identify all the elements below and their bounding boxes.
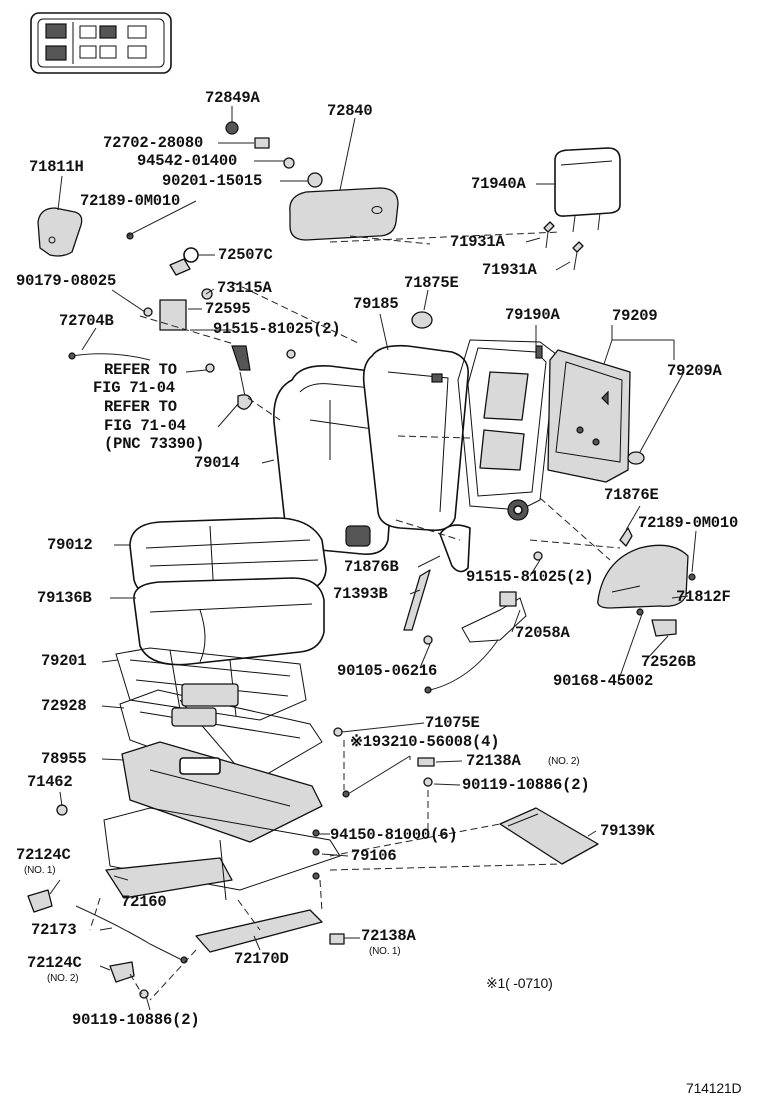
part-label-90119-10886-lower: 90119-10886(2) (72, 1011, 200, 1029)
headrest-drawing (543, 147, 621, 271)
part-note-72124c-no2: (NO. 2) (47, 973, 79, 984)
part-label-79014: 79014 (194, 454, 240, 472)
part-label-71931a-2: 71931A (482, 261, 537, 279)
part-label-72189-0m010-upper: 72189-0M010 (80, 192, 181, 210)
part-label-79209: 79209 (612, 307, 658, 325)
part-label-72507c: 72507C (218, 246, 273, 264)
part-label-91515-81025-upper: 91515-81025(2) (213, 320, 341, 338)
diagram-id: 714121D (686, 1080, 742, 1096)
part-label-72173: 72173 (31, 921, 77, 939)
part-label-79012: 79012 (47, 536, 93, 554)
part-label-79209a: 79209A (667, 362, 722, 380)
back-pad-drawing (362, 311, 469, 532)
part-label-79201: 79201 (41, 652, 87, 670)
part-label-71875e: 71875E (404, 274, 459, 292)
side-cover-right-drawing (597, 527, 696, 637)
part-label-72189-0m010-lower: 72189-0M010 (638, 514, 739, 532)
part-label-71462: 71462 (27, 773, 73, 791)
part-note-72138a-no2: (NO. 2) (548, 756, 580, 767)
part-note-72138a-no1: (NO. 1) (369, 946, 401, 957)
part-label-72124c-no1: 72124C (16, 846, 71, 864)
part-label-94542-01400: 94542-01400 (137, 152, 238, 170)
lever-parts-drawing (403, 524, 543, 694)
pocket-drawing (499, 807, 599, 865)
part-label-94150-81000: 94150-81000(6) (330, 826, 458, 844)
part-label-79190a: 79190A (505, 306, 560, 324)
part-label-90201-15015: 90201-15015 (162, 172, 263, 190)
back-frame-drawing (457, 339, 557, 521)
part-label-72595: 72595 (205, 300, 251, 318)
part-label-91515-81025-lower: 91515-81025(2) (466, 568, 594, 586)
part-ref-2-line3: (PNC 73390) (104, 435, 205, 453)
part-ref-1-line1: REFER TO (104, 361, 177, 379)
part-label-79136b: 79136B (37, 589, 92, 607)
part-label-72704b: 72704B (59, 312, 114, 330)
armrest-drawing (225, 121, 399, 241)
side-cover-drawing (37, 207, 134, 257)
part-label-71940a: 71940A (471, 175, 526, 193)
part-label-71931a-1: 71931A (450, 233, 505, 251)
part-label-78955: 78955 (41, 750, 87, 768)
part-label-71811h: 71811H (29, 158, 84, 176)
part-label-72928: 72928 (41, 697, 87, 715)
cushion-frame-drawing (119, 683, 323, 785)
part-label-90119-10886-upper: 90119-10886(2) (462, 776, 590, 794)
part-ref-2-line2: FIG 71-04 (104, 417, 186, 435)
part-label-71876e: 71876E (604, 486, 659, 504)
seat-pan-drawing (56, 741, 323, 843)
part-label-90179-08025: 90179-08025 (16, 272, 117, 290)
part-note-72124c-no1: (NO. 1) (24, 865, 56, 876)
vehicle-locator-icon (30, 12, 172, 74)
part-label-72058a: 72058A (515, 624, 570, 642)
part-label-71812f: 71812F (676, 588, 731, 606)
part-label-71393b: 71393B (333, 585, 388, 603)
part-label-71876b: 71876B (344, 558, 399, 576)
back-board-drawing (547, 349, 645, 483)
part-label-79185: 79185 (353, 295, 399, 313)
part-label-73115a: 73115A (217, 279, 272, 297)
part-ref-2-line1: REFER TO (104, 398, 177, 416)
part-label-79139k: 79139K (600, 822, 655, 840)
part-label-193210-56008: ※193210-56008(4) (350, 733, 500, 751)
part-label-72138a-no2: 72138A (466, 752, 521, 770)
part-label-72840: 72840 (327, 102, 373, 120)
seat-adjuster-drawing (27, 727, 435, 999)
part-ref-1-line2: FIG 71-04 (93, 379, 175, 397)
part-label-72702-28080: 72702-28080 (103, 134, 204, 152)
part-label-71075e: 71075E (425, 714, 480, 732)
part-label-79106: 79106 (351, 847, 397, 865)
footnote: ※1( -0710) (486, 975, 553, 991)
part-label-90168-45002: 90168-45002 (553, 672, 654, 690)
part-label-72138a-no1: 72138A (361, 927, 416, 945)
leader-lines (49, 106, 697, 1011)
part-label-72849a: 72849A (205, 89, 260, 107)
part-label-72160: 72160 (121, 893, 167, 911)
cushion-pad-drawing (133, 577, 325, 666)
part-label-72526b: 72526B (641, 653, 696, 671)
part-label-72170d: 72170D (234, 950, 289, 968)
part-label-90105-06216: 90105-06216 (337, 662, 438, 680)
part-label-72124c-no2: 72124C (27, 954, 82, 972)
